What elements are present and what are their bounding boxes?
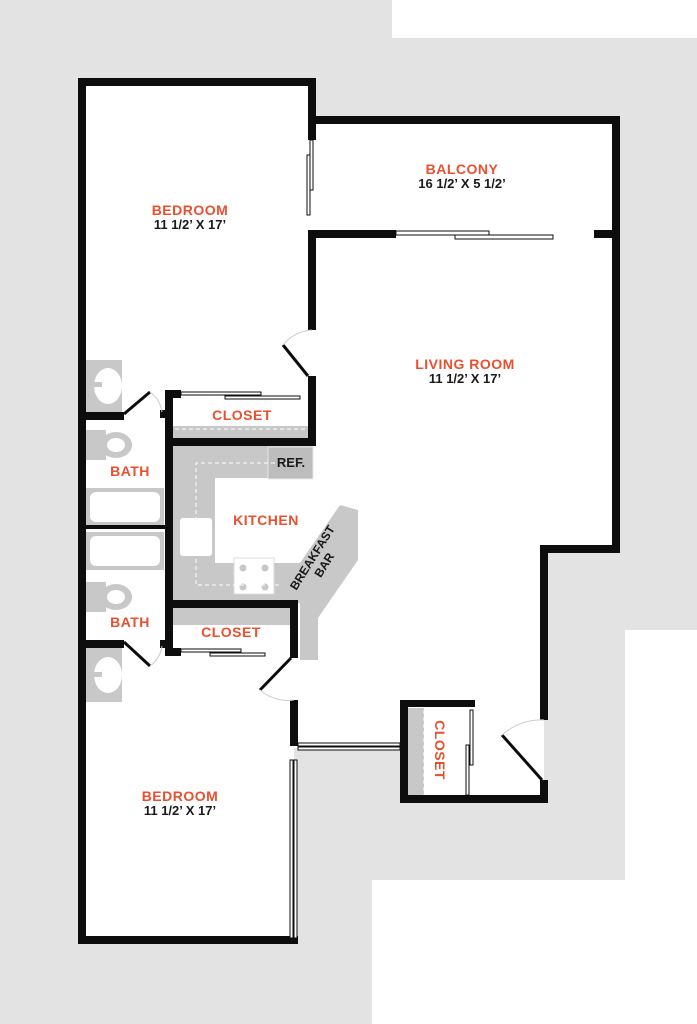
- room-size: 11 1/2’ X 17’: [143, 803, 217, 819]
- kitchen-sink: [180, 518, 212, 556]
- walls: [78, 78, 620, 944]
- closet-shelf: [173, 611, 291, 625]
- room-name: BEDROOM: [141, 788, 219, 804]
- room-name: BALCONY: [425, 161, 499, 177]
- room-bedroom-top: BEDROOM 11 1/2’ X 17’: [152, 202, 229, 233]
- room-balcony: BALCONY 16 1/2’ X 5 1/2’: [418, 161, 505, 192]
- room-kitchen: KITCHEN: [233, 512, 299, 528]
- room-size: 11 1/2’ X 17’: [153, 217, 227, 233]
- room-name: BEDROOM: [151, 202, 229, 218]
- room-size: 16 1/2’ X 5 1/2’: [418, 176, 506, 192]
- room-closet-top: CLOSET: [212, 407, 272, 423]
- windows: [180, 139, 554, 939]
- room-living: LIVING ROOM 11 1/2’ X 17’: [415, 356, 515, 387]
- doors: [122, 329, 545, 781]
- ref-label: REF.: [276, 455, 306, 470]
- bath-fixtures: [86, 360, 164, 702]
- room-closet-right: CLOSET: [432, 720, 449, 780]
- room-bedroom-bottom: BEDROOM 11 1/2’ X 17’: [142, 788, 219, 819]
- counter-edge: [195, 462, 296, 586]
- room-bath-top: BATH: [110, 463, 150, 479]
- room-size: 11 1/2’ X 17’: [428, 371, 502, 387]
- room-bath-bottom: BATH: [110, 614, 150, 630]
- room-closet-bottom: CLOSET: [201, 624, 261, 640]
- closet-shelf: [408, 708, 424, 795]
- room-name: LIVING ROOM: [415, 356, 515, 372]
- closet-shelf: [173, 426, 310, 440]
